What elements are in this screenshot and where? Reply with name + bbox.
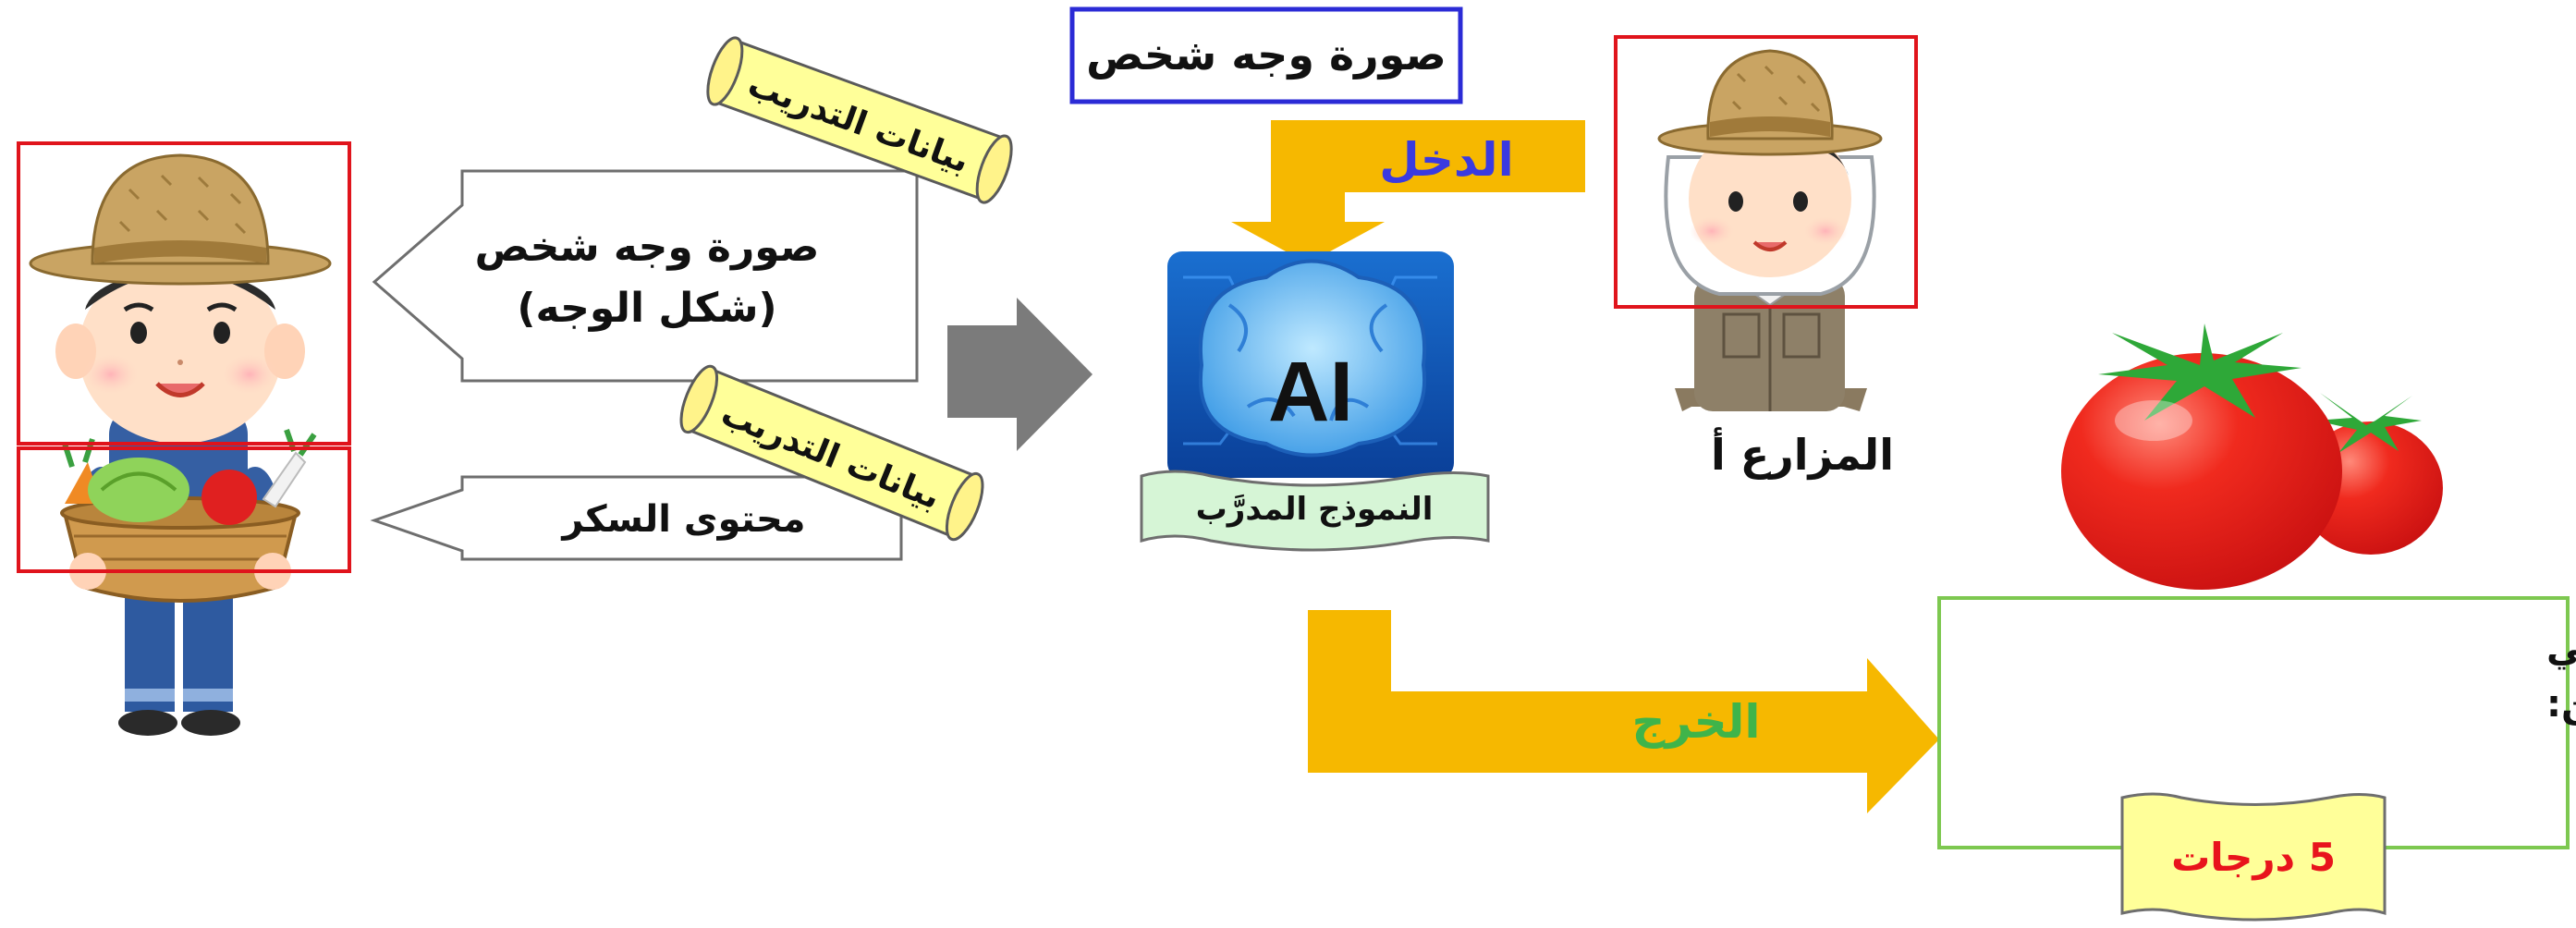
training-face-label-line1: صورة وجه شخص (475, 224, 820, 271)
ai-chip: AI (1167, 251, 1454, 478)
training-face-arrow (372, 169, 919, 383)
left-face-frame (17, 141, 351, 446)
training-face-label-line2: (شكل الوجه) (517, 285, 776, 332)
farmer-a-illustration (1657, 49, 1883, 411)
result-value-banner (2120, 792, 2387, 922)
trained-model-banner (1140, 470, 1490, 552)
farmer-a-label: المزارع أ (1711, 427, 1894, 480)
tomatoes-illustration (2061, 324, 2443, 590)
input-label: الدخل (1379, 133, 1513, 187)
result-line2: أنتجها المزارع أ عبارة عن: (2546, 679, 2576, 726)
trained-model-label: النموذج المدرَّب (1196, 491, 1434, 528)
result-line1: محتوى السكر لأحد الخضروات التي (2546, 625, 2576, 670)
gray-arrow-to-model (947, 298, 1093, 451)
training-sugar-label: محتوى السكر (560, 498, 805, 541)
training-sugar-arrow (370, 475, 903, 561)
left-vegetables-frame (17, 446, 351, 573)
output-label: الخرج (1631, 695, 1760, 750)
result-value: 5 درجات (2171, 835, 2336, 880)
input-arrow (1231, 120, 1585, 263)
face-image-box-label: صورة وجه شخص (1086, 30, 1447, 79)
output-arrow (1308, 610, 1939, 813)
face-image-box (1069, 6, 1463, 104)
ai-chip-text: AI (1268, 345, 1353, 439)
farmer-a-face-frame (1614, 35, 1918, 309)
